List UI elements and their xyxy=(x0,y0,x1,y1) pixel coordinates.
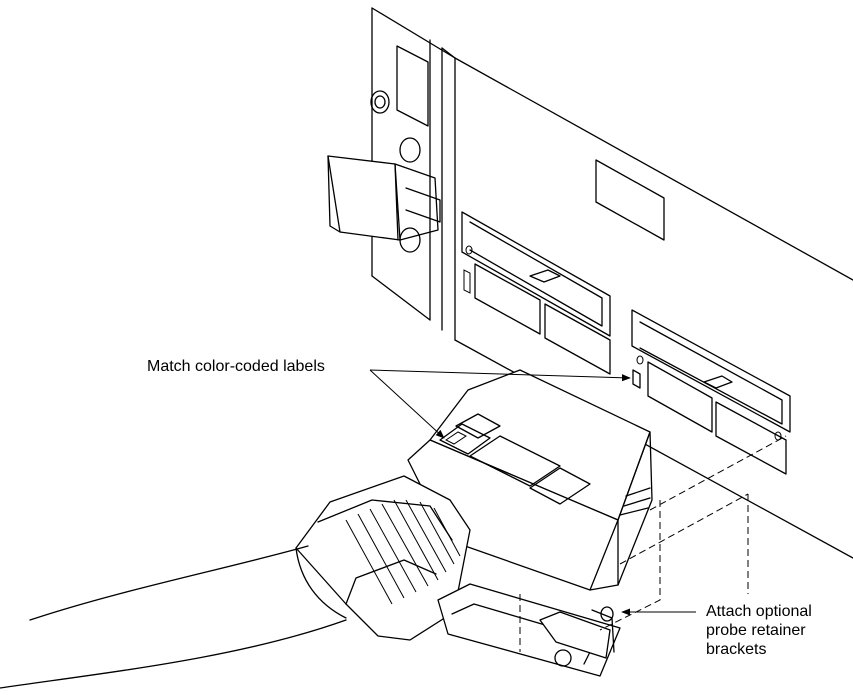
callout-attach-line-2: probe retainer xyxy=(706,622,806,639)
probe-connector xyxy=(295,369,653,677)
callout-attach-line-1: Attach optional xyxy=(706,603,812,620)
callout-attach-brackets: Attach optional probe retainer brackets xyxy=(706,602,812,659)
arrow-to-instrument-label xyxy=(369,369,631,382)
callout-attach-line-3: brackets xyxy=(706,641,767,658)
callout-match-labels: Match color-coded labels xyxy=(147,358,325,375)
callout-arrows xyxy=(369,369,696,616)
probe-cable xyxy=(0,545,347,689)
arrow-to-probe-label xyxy=(369,369,445,439)
instrument-chassis xyxy=(327,7,853,559)
alignment-guides xyxy=(519,435,787,652)
